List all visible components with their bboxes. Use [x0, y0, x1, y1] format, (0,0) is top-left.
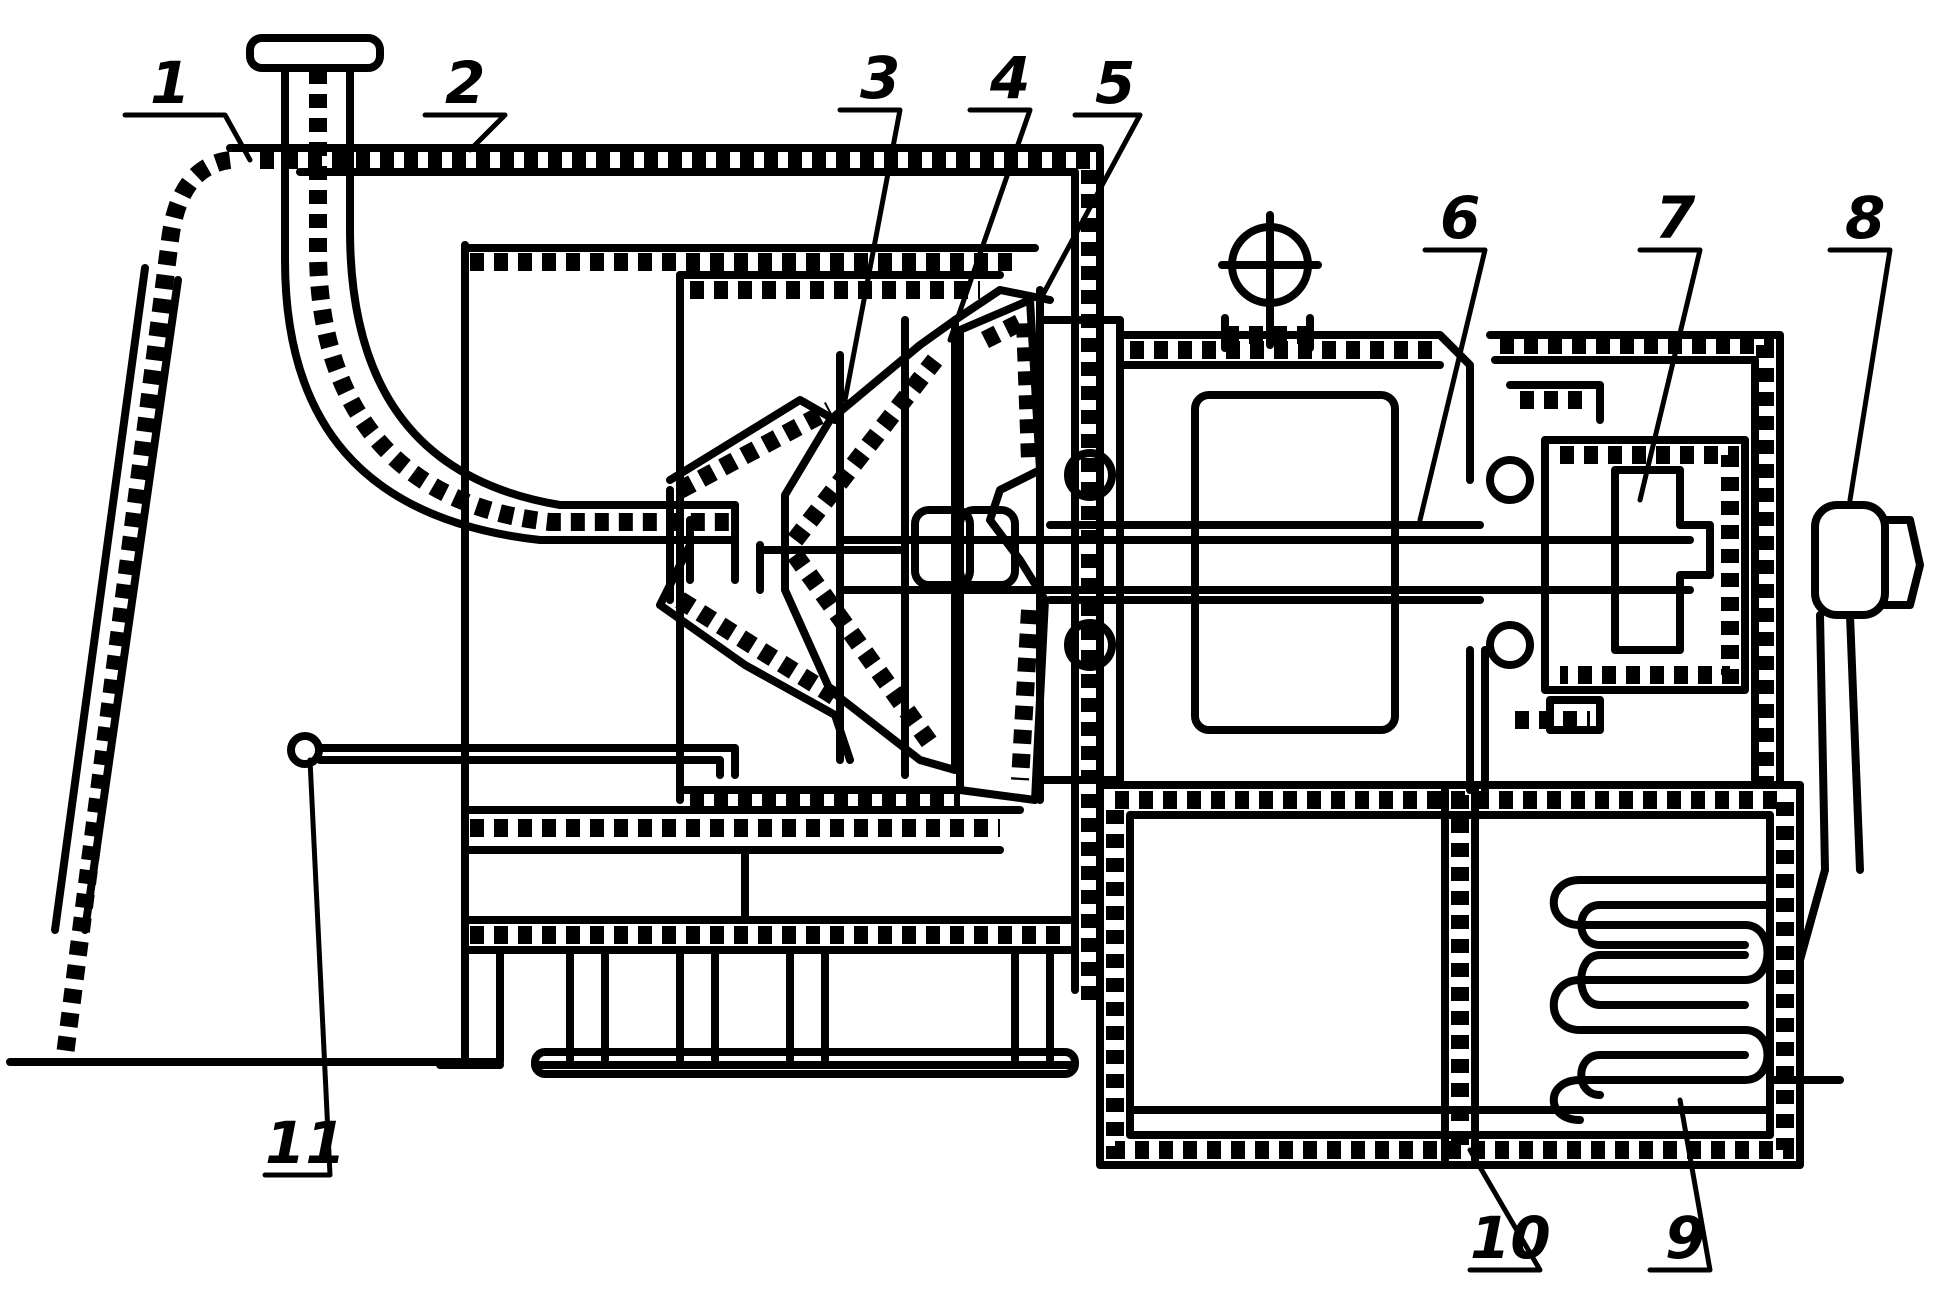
callout-11: 11: [265, 1109, 346, 1177]
callout-9: 9: [1665, 1204, 1705, 1272]
callout-7: 7: [1655, 184, 1696, 252]
lower-tank: [1096, 781, 1804, 1169]
inner-chamber: [461, 241, 1074, 1064]
motor-housing: [1036, 314, 1489, 794]
valve-wheel: [1218, 211, 1322, 349]
callout-4: 4: [989, 44, 1030, 112]
callout-1: 1: [150, 49, 190, 117]
lever-rod: [287, 732, 739, 779]
chamber-feet: [436, 946, 1079, 1078]
end-nut: [1796, 501, 1924, 964]
outer-casing-left-wall: [6, 151, 504, 1066]
callout-2: 2: [445, 49, 485, 117]
coupling-housing: [1486, 331, 1784, 789]
callout-labels: 1 2 3 4 5 6 7 8 9 10 11: [150, 44, 1885, 1272]
heating-coil: [1549, 876, 1844, 1124]
inlet-pipe: [246, 34, 739, 584]
rotor-cones: [656, 286, 1054, 779]
callout-10: 10: [1470, 1204, 1551, 1272]
callout-3: 3: [860, 44, 900, 112]
callout-leaders: [122, 107, 1893, 1273]
bearings: [1064, 449, 1534, 671]
callout-5: 5: [1095, 49, 1135, 117]
main-shaft: [756, 506, 1694, 604]
callout-8: 8: [1845, 184, 1885, 252]
callout-6: 6: [1440, 184, 1480, 252]
top-casing: [226, 144, 1104, 1014]
